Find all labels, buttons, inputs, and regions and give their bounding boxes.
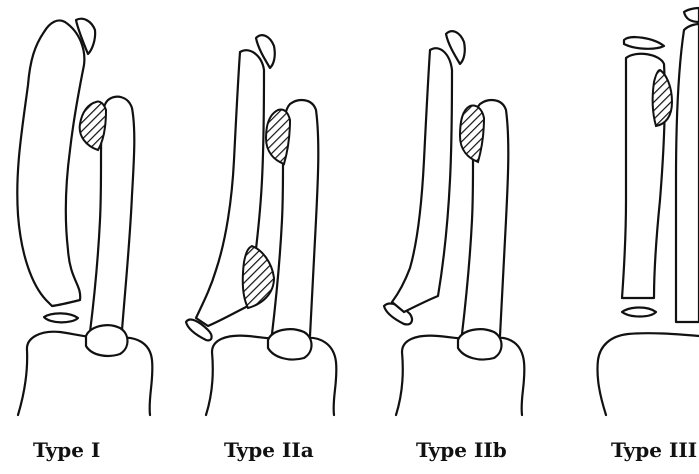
panel-type-3: [597, 8, 699, 415]
caption-type-1: Type I: [33, 438, 100, 462]
tip-fragment: [624, 37, 664, 49]
long-bone-left: [17, 20, 84, 306]
hatched-lesion: [653, 70, 672, 126]
long-bone-left: [392, 48, 452, 312]
hatched-lesion: [460, 106, 484, 163]
oval-fragment: [622, 308, 656, 317]
caption-type-3: Type III: [611, 438, 697, 462]
base-bone: [597, 333, 699, 415]
caption-type-2a: Type IIa: [224, 438, 314, 462]
bone-knob: [458, 329, 502, 359]
hatched-lesion-upper: [266, 109, 290, 164]
panel-type-2a: [186, 35, 336, 415]
bone-knob: [268, 329, 312, 359]
caption-type-2b: Type IIb: [416, 438, 507, 462]
panel-type-2b: [384, 31, 524, 415]
ring-fragment: [44, 313, 78, 322]
panel-type-1: [17, 19, 152, 415]
tip-fragment-right: [684, 8, 699, 22]
hatched-lesion-lower: [243, 246, 274, 308]
long-bone-right: [676, 24, 699, 322]
hatched-lesion: [80, 101, 106, 150]
bone-knob: [86, 325, 128, 356]
